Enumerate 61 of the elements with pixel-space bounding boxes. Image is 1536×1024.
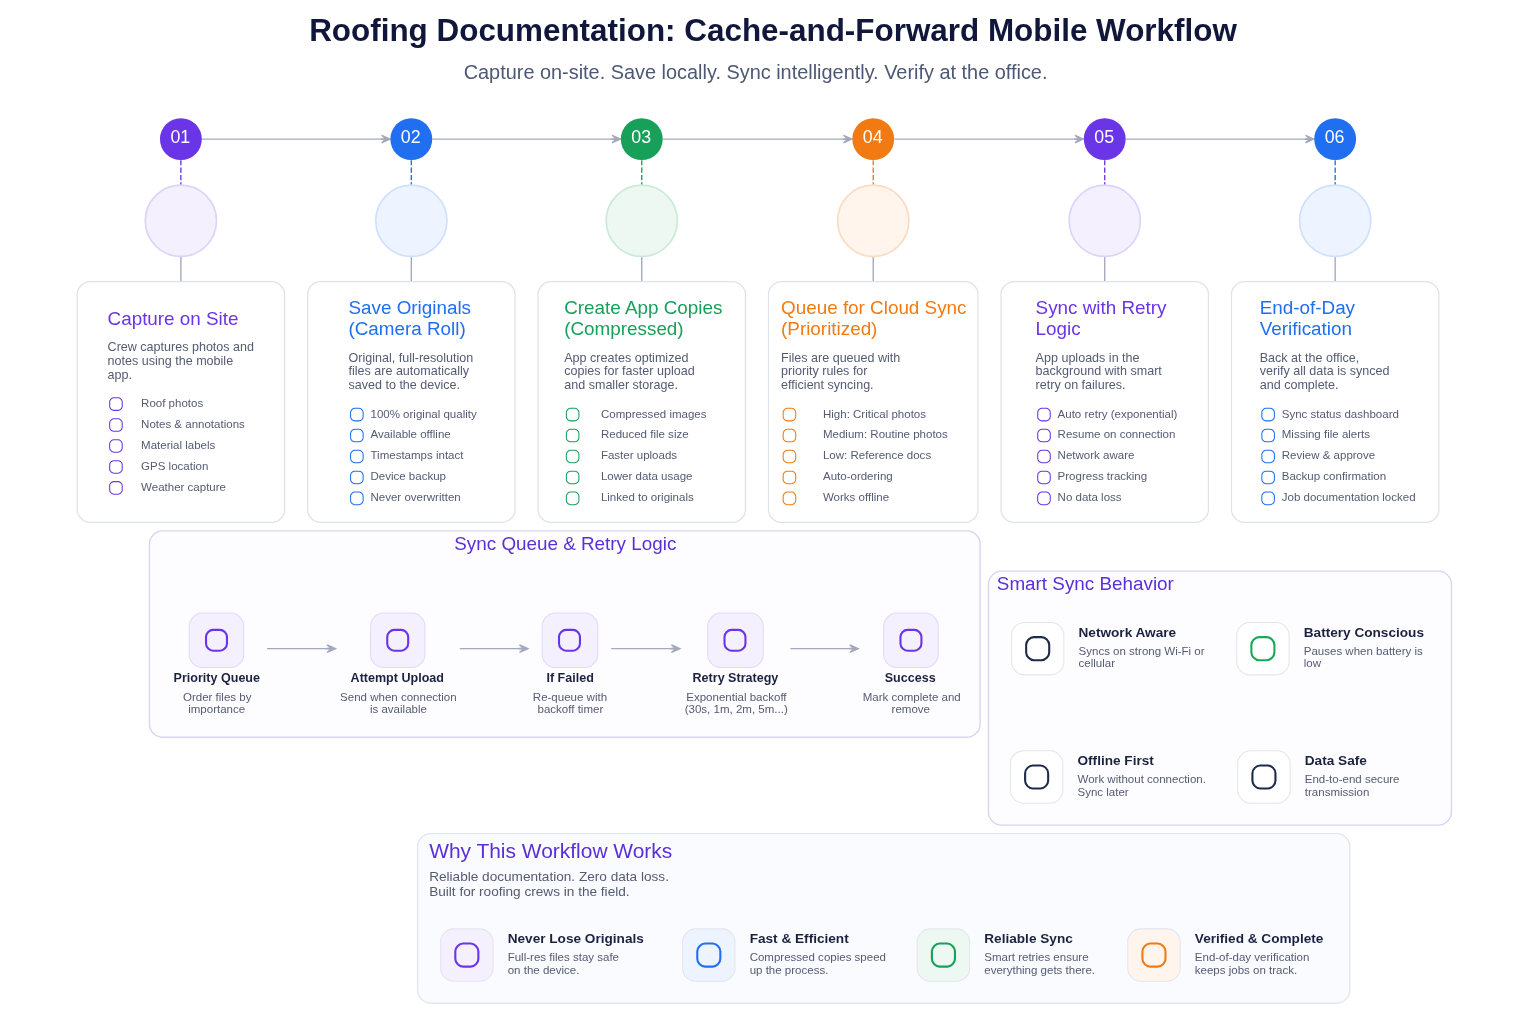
node-circle (1067, 184, 1141, 258)
node-label: Battery Conscious (1303, 624, 1424, 640)
label: Capture on-site. Save locally. Sync intelligently. Verify at the office. (463, 61, 1047, 84)
node-label: Work without connection. Sync later (1076, 773, 1206, 798)
node-label: Compressed copies speed up the process. (749, 951, 886, 976)
node-label: Attempt Upload (350, 670, 444, 685)
node-circle: 03 (620, 118, 663, 161)
node-circle: 06 (1313, 118, 1356, 161)
node-box: Save Originals (Camera Roll) Original, full-resolution files are automatically saved to the device. 100% original quality Available offline Timestamps intact Device backup Never overwritten (306, 280, 516, 524)
connector (640, 159, 642, 186)
node-label: Full-res files stay safe on the device. (507, 951, 619, 976)
node-circle (374, 184, 448, 258)
node-label: Mark complete and remove (862, 690, 961, 716)
node-label: If Failed (545, 670, 594, 685)
node-box: Sync with Retry Logic App uploads in the background with smart retry on failures. Auto retry (exponential) Resume on connection Network aware Progress tracking No data loss (999, 280, 1209, 524)
node-box: Create App Copies (Compressed) App creates optimized copies for faster upload and smaller storage. Compressed images Reduced file size Faster uploads Lower data usage Linked to originals (536, 280, 746, 524)
diagram-title: Roofing Documentation: Cache-and-Forward Mobile Workflow (308, 12, 1237, 48)
arrow (789, 644, 859, 654)
node-label: Pauses when battery is low (1303, 644, 1423, 670)
node-circle (604, 184, 678, 258)
node-label: Priority Queue (173, 670, 260, 685)
node-label: Re-queue with backoff timer (532, 690, 607, 716)
arrow (893, 134, 1084, 144)
node-circle (143, 184, 217, 258)
node-label: Fast & Efficient (749, 930, 849, 946)
node-label: Data Safe (1304, 752, 1367, 768)
node-label: Success (884, 670, 936, 685)
arrow (661, 134, 853, 144)
node-label: Network Aware (1078, 624, 1176, 640)
arrow (610, 644, 681, 654)
arrow (1124, 134, 1315, 144)
node-circle: 01 (159, 118, 202, 161)
arrow (431, 134, 621, 144)
connector (1334, 159, 1336, 186)
node-box: Capture on Site Crew captures photos and notes using the mobile app. Roof photos Notes & annotations Material labels GPS location Weather capture (76, 280, 285, 524)
node-label: Retry Strategy (692, 670, 778, 685)
node-label: Syncs on strong Wi-Fi or cellular (1078, 644, 1205, 670)
connector (410, 159, 412, 186)
node-circle: 04 (851, 118, 894, 161)
node-box: Queue for Cloud Sync (Prioritized) Files are queued with priority rules for efficient syncing. High: Critical photos Medium: Routine photos Low: Reference docs Auto-ordering Works offline (767, 280, 979, 524)
node-circle: 05 (1083, 118, 1126, 161)
node-label: Send when connection is available (339, 690, 457, 716)
arrow (265, 644, 336, 654)
node-label: Exponential backoff (30s, 1m, 2m, 5m...) (684, 690, 788, 716)
connector (872, 159, 874, 186)
node-label: End-to-end secure transmission (1304, 773, 1400, 798)
arrow (458, 644, 529, 654)
node-label: Never Lose Originals (507, 930, 644, 946)
node-label: Offline First (1076, 752, 1154, 768)
connector (179, 159, 182, 186)
node-label: Smart retries ensure everything gets there. (983, 951, 1095, 976)
node-label: Order files by importance (182, 690, 251, 716)
arrow (200, 134, 391, 144)
node-label: Verified & Complete (1194, 930, 1323, 946)
node-label: Reliable Sync (983, 930, 1073, 946)
node-circle (1298, 184, 1372, 258)
node-box: End-of-Day Verification Back at the office, verify all data is synced and complete. Sync status dashboard Missing file alerts Review & approve Backup confirmation Job documentation locked (1230, 280, 1439, 524)
node-label: End-of-day verification keeps jobs on track. (1194, 951, 1309, 976)
node-circle (836, 184, 910, 258)
node-circle: 02 (389, 118, 432, 161)
connector (1103, 159, 1105, 186)
